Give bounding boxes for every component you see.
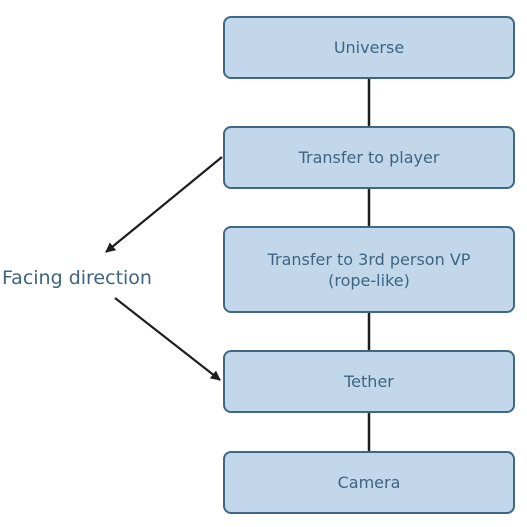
node-universe: Universe xyxy=(223,16,515,79)
node-tether: Tether xyxy=(223,350,515,413)
node-transfer-to-player: Transfer to player xyxy=(223,126,515,189)
node-camera-label: Camera xyxy=(337,473,401,492)
node-vp-label-line1: Transfer to 3rd person VP xyxy=(267,249,471,269)
node-tether-label: Tether xyxy=(344,372,394,391)
node-universe-label: Universe xyxy=(333,38,405,57)
facing-direction-label: Facing direction xyxy=(2,267,152,289)
arrow-player-to-facing-direction xyxy=(105,156,223,253)
node-vp-label-line2: (rope-like) xyxy=(328,270,410,290)
node-transfer-to-player-label: Transfer to player xyxy=(298,148,440,167)
node-camera: Camera xyxy=(223,451,515,514)
arrow-facing-direction-to-tether xyxy=(114,297,221,381)
node-transfer-to-3rd-person-vp: Transfer to 3rd person VP (rope-like) xyxy=(223,226,515,313)
